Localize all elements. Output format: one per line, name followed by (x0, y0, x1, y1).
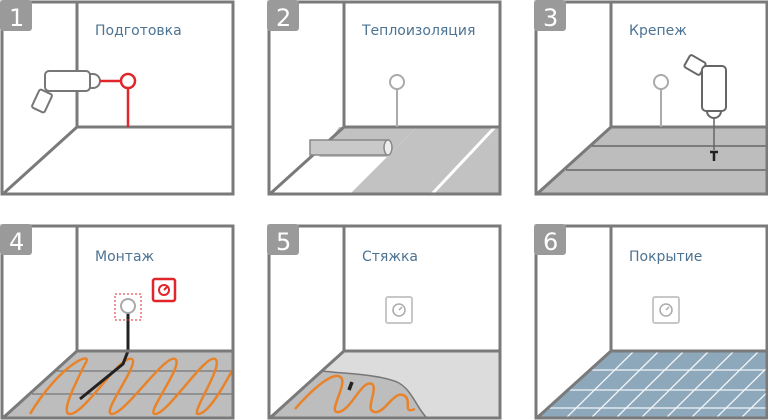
floor (538, 127, 767, 194)
step-6-panel: 6 Покрытие (534, 224, 768, 420)
step-badge (267, 0, 299, 31)
step-title: Покрытие (629, 249, 702, 265)
marking-line (100, 72, 137, 127)
step-number: 6 (543, 228, 558, 256)
step-2-panel: 2 Теплоизоляция (267, 0, 502, 196)
step-title: Монтаж (95, 249, 155, 265)
step-number: 4 (9, 228, 24, 256)
heating-cable (294, 374, 416, 414)
step-title: Крепеж (629, 23, 687, 39)
mounting-tape (32, 370, 233, 395)
room-outline (267, 224, 502, 420)
room-outline (0, 0, 235, 196)
step-badge (0, 224, 32, 255)
room-outline (534, 0, 768, 196)
step-1-panel: 1 Подготовка (0, 0, 235, 196)
thermostat-icon (151, 277, 177, 303)
room-outline (267, 0, 502, 196)
thermostat-icon (385, 296, 413, 324)
tile-floor (538, 351, 767, 418)
step-number: 2 (276, 4, 291, 32)
cold-lead-cable (79, 310, 130, 401)
step-3-panel: 3 Крепеж (534, 0, 768, 196)
tile-grid (538, 351, 767, 418)
room-outline (0, 224, 235, 420)
step-badge (0, 0, 32, 31)
room-outline (534, 224, 768, 420)
step-title: Подготовка (95, 23, 182, 39)
step-badge (534, 0, 566, 31)
drill-icon (31, 70, 101, 114)
step-title: Теплоизоляция (361, 23, 475, 39)
step-5-panel: 5 Стяжка (267, 224, 502, 420)
thermostat-icon (652, 296, 680, 324)
step-title: Стяжка (362, 249, 418, 265)
outlet-icon (653, 74, 669, 127)
step-number: 1 (9, 4, 24, 32)
outlet-icon (389, 74, 405, 127)
step-number: 3 (543, 4, 558, 32)
insulation-roll-icon (309, 139, 393, 156)
cold-lead-cable (347, 381, 354, 391)
outlet-icon (120, 298, 136, 314)
socket-box-outline (114, 293, 142, 321)
step-number: 5 (276, 228, 291, 256)
step-badge (534, 224, 566, 255)
step-4-panel: 4 Монтаж (0, 224, 235, 420)
drill-icon (683, 54, 727, 161)
insulation-floor (319, 125, 500, 196)
heating-cable (28, 357, 235, 416)
step-badge (267, 224, 299, 255)
mounting-tape (566, 145, 767, 171)
